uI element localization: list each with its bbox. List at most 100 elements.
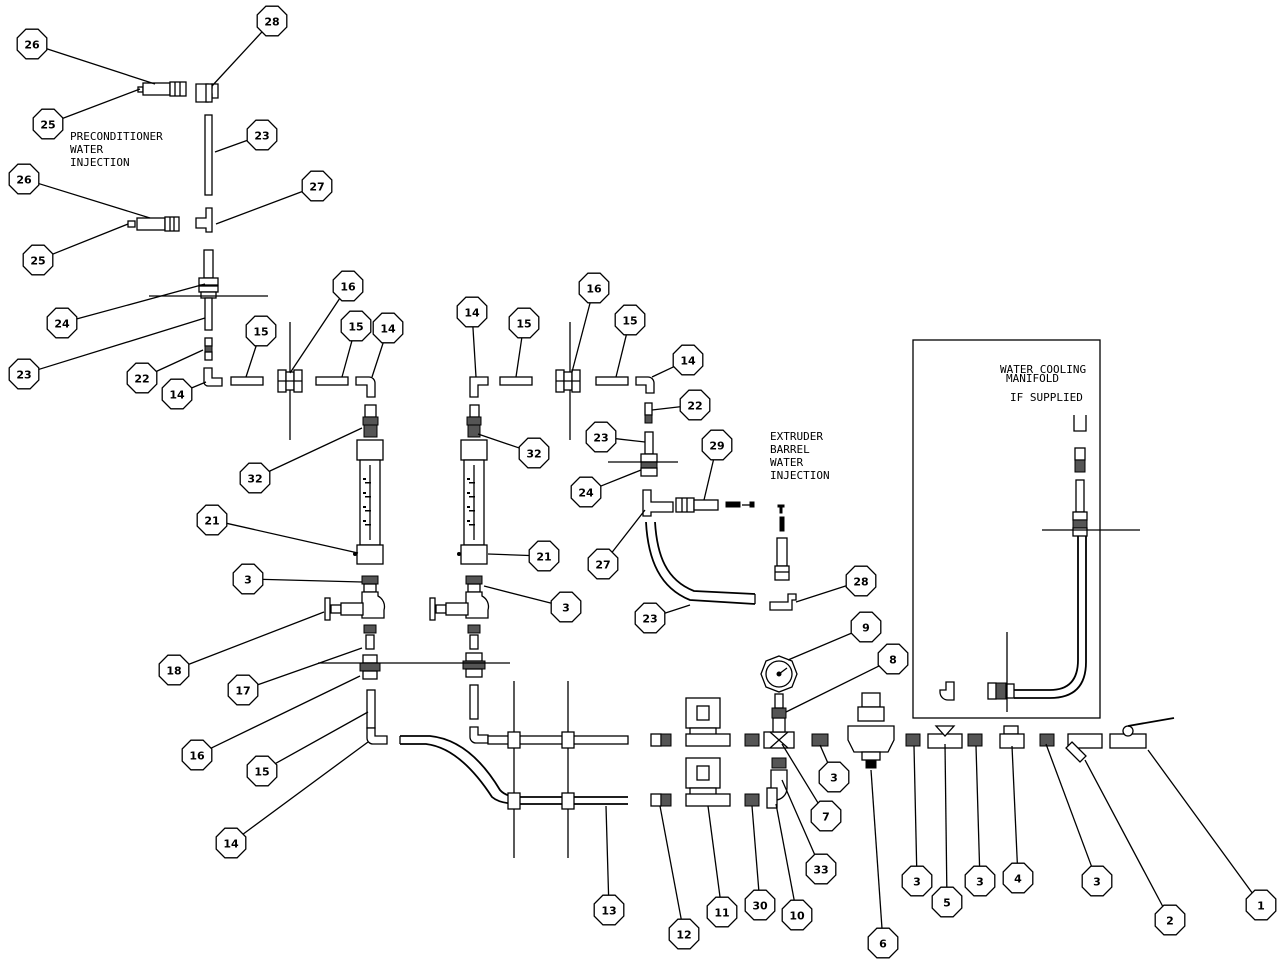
callout-leader bbox=[781, 779, 816, 856]
callout-leader bbox=[256, 647, 363, 686]
callout-number: 28 bbox=[853, 576, 868, 589]
callout-number: 16 bbox=[340, 281, 356, 294]
callout-2: 2 bbox=[1084, 759, 1186, 936]
callout-number: 33 bbox=[813, 864, 828, 877]
callout-leader bbox=[707, 805, 721, 898]
callout-leader bbox=[775, 803, 795, 901]
callout-bubble bbox=[32, 108, 64, 140]
callout-leader bbox=[155, 349, 204, 373]
callout-27: 27 bbox=[587, 509, 646, 580]
callout-number: 9 bbox=[862, 622, 870, 635]
callout-bubble bbox=[578, 272, 610, 304]
callout-leader bbox=[944, 743, 948, 888]
callout-leader bbox=[615, 334, 628, 378]
callout-5: 5 bbox=[931, 743, 963, 918]
callout-bubble bbox=[901, 865, 933, 897]
callout-leader bbox=[787, 632, 853, 661]
callout-number: 24 bbox=[54, 318, 70, 331]
callout-leader bbox=[1084, 759, 1164, 908]
callout-bubble bbox=[818, 761, 850, 793]
callout-bubble bbox=[301, 170, 333, 202]
callout-leader bbox=[651, 406, 681, 411]
callout-30: 30 bbox=[744, 805, 776, 921]
callout-number: 3 bbox=[1093, 876, 1101, 889]
callout-leader bbox=[46, 48, 156, 85]
callout-3: 3 bbox=[232, 563, 363, 595]
callout-26: 26 bbox=[8, 163, 151, 219]
callout-14: 14 bbox=[456, 296, 488, 378]
callout-bubble bbox=[46, 307, 78, 339]
callout-leader bbox=[187, 611, 325, 666]
callout-bubble bbox=[850, 611, 882, 643]
callout-6: 6 bbox=[867, 769, 899, 959]
callout-number: 14 bbox=[680, 355, 696, 368]
callout-bubble bbox=[679, 389, 711, 421]
callout-bubble bbox=[239, 462, 271, 494]
callout-12: 12 bbox=[659, 805, 700, 950]
callout-number: 32 bbox=[247, 473, 262, 486]
callout-leader bbox=[870, 769, 883, 929]
left-flowmeter-column bbox=[318, 404, 420, 745]
extruder-assembly bbox=[608, 402, 797, 611]
callout-leader bbox=[615, 438, 646, 443]
callout-leader bbox=[477, 433, 521, 449]
callout-23: 23 bbox=[8, 317, 206, 390]
callout-number: 3 bbox=[830, 772, 838, 785]
callout-bubble bbox=[456, 296, 488, 328]
callout-1: 1 bbox=[1147, 749, 1277, 921]
callout-26: 26 bbox=[16, 28, 156, 85]
callout-22: 22 bbox=[126, 349, 204, 394]
callout-leader bbox=[819, 744, 829, 764]
callout-17: 17 bbox=[227, 647, 363, 706]
callout-25: 25 bbox=[22, 223, 129, 276]
callout-number: 2 bbox=[1166, 915, 1174, 928]
callout-16: 16 bbox=[289, 270, 364, 374]
callout-number: 16 bbox=[189, 750, 205, 763]
callout-3: 3 bbox=[818, 744, 850, 793]
callout-number: 27 bbox=[595, 559, 610, 572]
callout-bubble bbox=[246, 755, 278, 787]
callout-bubble bbox=[587, 548, 619, 580]
callout-bubble bbox=[1002, 862, 1034, 894]
callout-number: 21 bbox=[536, 551, 551, 564]
preconditioner-note-line3: INJECTION bbox=[70, 156, 130, 169]
callout-number: 6 bbox=[879, 938, 887, 951]
callout-number: 15 bbox=[348, 321, 363, 334]
callout-number: 22 bbox=[687, 400, 702, 413]
callout-15: 15 bbox=[246, 711, 369, 787]
callout-leader bbox=[605, 805, 610, 896]
callout-bubble bbox=[867, 927, 899, 959]
callout-leader bbox=[751, 805, 760, 891]
callout-3: 3 bbox=[483, 585, 582, 623]
callout-number: 17 bbox=[235, 685, 250, 698]
callout-bubble bbox=[16, 28, 48, 60]
callout-leader bbox=[76, 283, 206, 320]
preconditioner-note-line1: PRECONDITIONER bbox=[70, 130, 163, 143]
preconditioner-assembly bbox=[127, 81, 376, 440]
callout-number: 30 bbox=[752, 900, 768, 913]
callout-32: 32 bbox=[239, 427, 363, 494]
callout-leader bbox=[341, 340, 353, 378]
callout-number: 15 bbox=[253, 326, 268, 339]
callout-leader bbox=[38, 317, 206, 371]
callout-7: 7 bbox=[781, 743, 842, 832]
callout-number: 32 bbox=[526, 448, 541, 461]
callout-leader bbox=[215, 190, 304, 225]
callout-leader bbox=[1147, 749, 1253, 894]
callout-leader bbox=[371, 342, 384, 378]
callout-bubble bbox=[805, 853, 837, 885]
callout-number: 1 bbox=[1257, 900, 1265, 913]
callout-4: 4 bbox=[1002, 745, 1034, 894]
callout-23: 23 bbox=[585, 421, 646, 453]
callout-number: 27 bbox=[309, 181, 324, 194]
callout-number: 25 bbox=[30, 255, 45, 268]
callout-3: 3 bbox=[901, 745, 933, 897]
callout-leader bbox=[571, 302, 591, 373]
callout-33: 33 bbox=[781, 779, 837, 885]
callout-bubble bbox=[1081, 865, 1113, 897]
callout-27: 27 bbox=[215, 170, 333, 225]
callout-number: 15 bbox=[516, 318, 531, 331]
callout-bubble bbox=[585, 421, 617, 453]
callout-8: 8 bbox=[785, 643, 909, 713]
callout-number: 18 bbox=[166, 665, 181, 678]
